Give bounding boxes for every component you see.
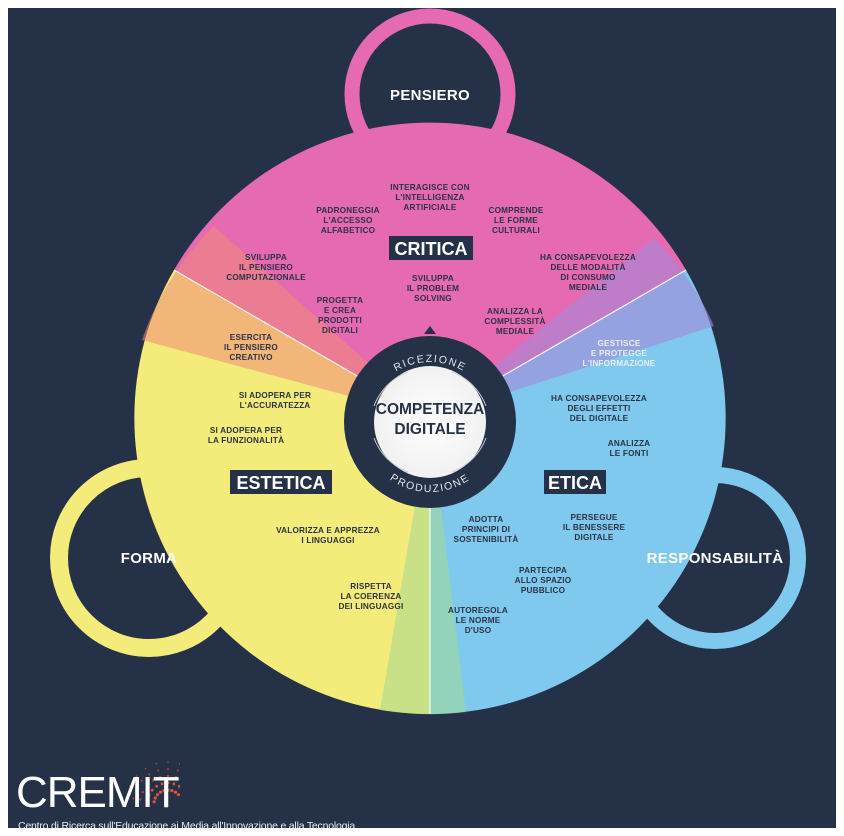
logo-dot (125, 796, 128, 799)
logo-dot (147, 793, 151, 797)
logo-dot (167, 768, 169, 770)
center-title-line2: DIGITALE (394, 421, 465, 438)
logo-dot (152, 800, 156, 804)
logo-dot (160, 782, 164, 786)
logo-dot (173, 790, 178, 794)
center-disc (374, 366, 486, 478)
ring-notch-top (424, 326, 436, 334)
logo-dot (167, 761, 169, 763)
logo-dot (174, 775, 177, 779)
estetica-tag-bg (230, 470, 332, 494)
logo-dot (176, 793, 180, 797)
estetica-tag: ESTETICA (236, 473, 325, 493)
critica-tag-bg (389, 236, 473, 260)
logo-dot (145, 799, 149, 803)
center-title-line1: COMPETENZA (376, 401, 485, 418)
logo-dot (151, 779, 155, 782)
infographic: RICEZIONE PRODUZIONE COMPETENZA DIGITALE… (8, 8, 836, 828)
logo-dot (162, 789, 166, 793)
pensiero-label: PENSIERO (390, 87, 470, 104)
logo-dot (155, 784, 159, 788)
logo-dot (140, 779, 143, 782)
logo-subtitle: Centro di Ricerca sull'Educazione ai Med… (18, 820, 356, 828)
cremit-logo: CREMIT Centro di Ricerca sull'Educazione… (14, 758, 514, 828)
logo-dot (159, 775, 162, 779)
critica-etica-blend (430, 238, 714, 418)
logo-dot (177, 784, 180, 788)
ring-arrow-bottom-left (373, 437, 409, 473)
logo-dot (135, 775, 138, 777)
estetica-etica-blend (380, 418, 466, 715)
logo-dot (129, 785, 131, 787)
logo-dot (139, 798, 142, 801)
logo-dot (144, 767, 147, 770)
logo-dot (157, 769, 160, 772)
logo-dot (141, 790, 144, 794)
logo-dot (153, 796, 157, 800)
ring-arrow-right (451, 371, 487, 407)
etica-tag: ETICA (548, 473, 602, 493)
logo-dot (158, 790, 163, 794)
logo-dot (135, 788, 138, 791)
critica-sector (174, 122, 686, 418)
logo-dot (132, 797, 135, 800)
logo-dot (166, 774, 170, 778)
logo-dot (172, 782, 176, 786)
logo-wordmark: CREMIT (16, 768, 180, 817)
forma-label: FORMA (121, 550, 178, 567)
logo-dot (150, 788, 154, 792)
logo-dot (166, 781, 170, 785)
logo-dot (166, 788, 170, 792)
logo-dots-icon (125, 761, 180, 804)
etica-tag-bg (544, 470, 606, 494)
critica-estetica-blend (142, 226, 430, 418)
logo-dot (176, 769, 179, 772)
competenza-digitale-diagram: RICEZIONE PRODUZIONE COMPETENZA DIGITALE… (50, 8, 806, 715)
responsabilita-label: RESPONSABILITÀ (647, 550, 784, 567)
ring-arrow-left (373, 371, 409, 407)
ring-arrow-bottom-right (451, 437, 487, 473)
logo-dot (178, 762, 180, 765)
logo-dot (145, 784, 149, 787)
logo-dot (155, 762, 158, 765)
critica-tag: CRITICA (395, 239, 468, 259)
logo-dot (148, 773, 151, 776)
logo-dot (170, 789, 174, 793)
logo-dot (155, 793, 160, 797)
